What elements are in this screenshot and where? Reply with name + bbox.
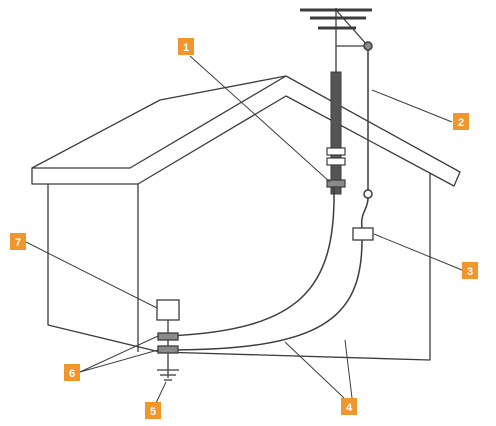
callout-1-label: 1 [183,42,189,54]
mast-clamp-2 [326,157,346,166]
leader-6b [79,349,159,373]
mast-clamp-ground [326,179,346,188]
callout-2: 2 [453,113,469,130]
grounding-conductor-mast [167,186,335,337]
leader-1 [189,55,331,183]
lead-in-top-insulator [363,41,373,51]
leader-2 [371,89,453,123]
leader-7 [25,241,158,309]
leader-3 [373,233,463,271]
house-front-roof [31,75,461,187]
ground-symbol [157,369,179,381]
power-service-box [156,299,180,321]
lead-in-to-discharge [360,197,369,229]
mast-lower [330,71,342,195]
callout-4-label: 4 [346,402,353,414]
callout-7: 7 [10,233,26,250]
leader-6a [79,335,159,373]
lead-in-wire [360,41,373,229]
power-service [156,299,180,378]
callout-6-label: 6 [69,368,75,380]
lead-in-entry-insulator [363,189,373,199]
callout-5: 5 [145,402,161,419]
leader-4b [344,339,353,399]
ground-clamp-2 [157,345,179,354]
callout-3-label: 3 [467,266,473,278]
callout-5-label: 5 [150,406,156,418]
callout-6: 6 [64,364,80,381]
leader-4a [284,341,345,399]
callout-7-label: 7 [15,237,21,249]
callout-3: 3 [462,262,478,279]
grounding-conductor-discharge [167,239,363,351]
mast-clamp-1 [326,147,346,156]
grounding-conductors [167,186,363,351]
house-back-roof [31,75,287,169]
mast [326,8,346,195]
leader-lines [25,55,463,404]
antenna-diagonal [335,9,369,47]
ground-clamp-1 [157,332,179,341]
callout-1: 1 [178,38,194,55]
leader-5 [155,381,167,404]
callout-4: 4 [341,398,357,415]
house [31,75,461,361]
callout-2-label: 2 [458,117,464,129]
antenna-discharge-unit [352,227,374,241]
